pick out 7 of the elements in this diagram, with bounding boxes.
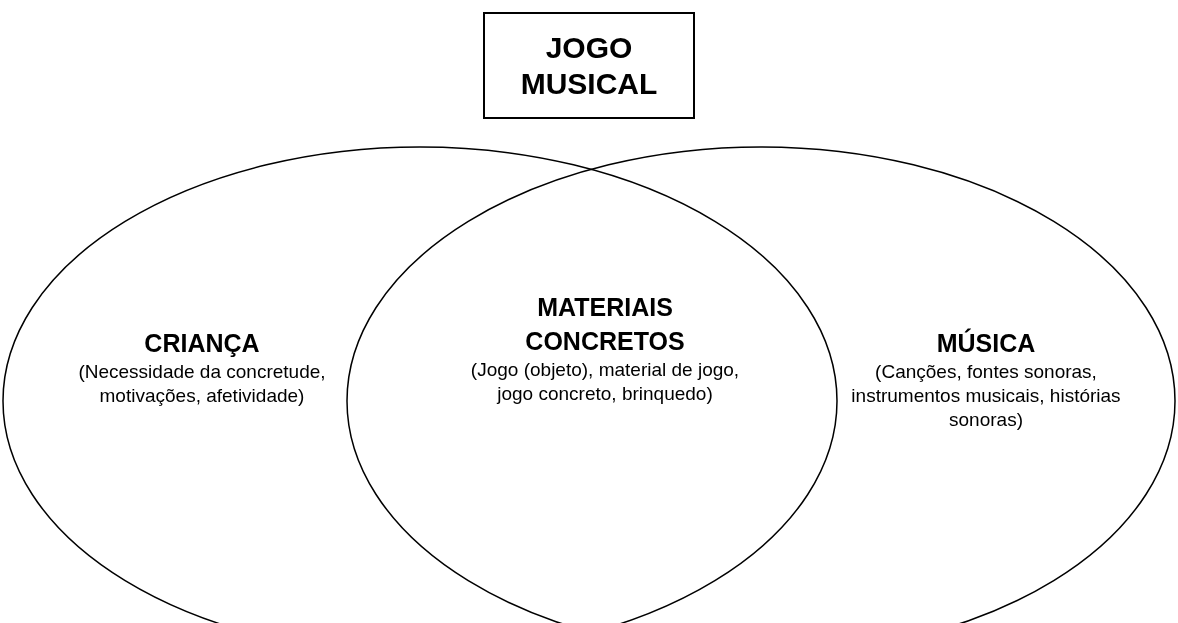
set-description: (Necessidade da concretude, motivações, afetividade) [77,360,327,408]
title-box: JOGO MUSICAL [483,12,695,119]
overlap-description: (Jogo (objeto), material de jogo, jogo concreto, brinquedo) [469,358,741,406]
set-description: (Canções, fontes sonoras, instrumentos musicais, histórias sonoras) [850,360,1122,432]
set-heading: MÚSICA [936,327,1036,359]
overlap-heading: MATERIAIS CONCRETOS [524,292,686,357]
set-heading: CRIANÇA [144,328,260,359]
